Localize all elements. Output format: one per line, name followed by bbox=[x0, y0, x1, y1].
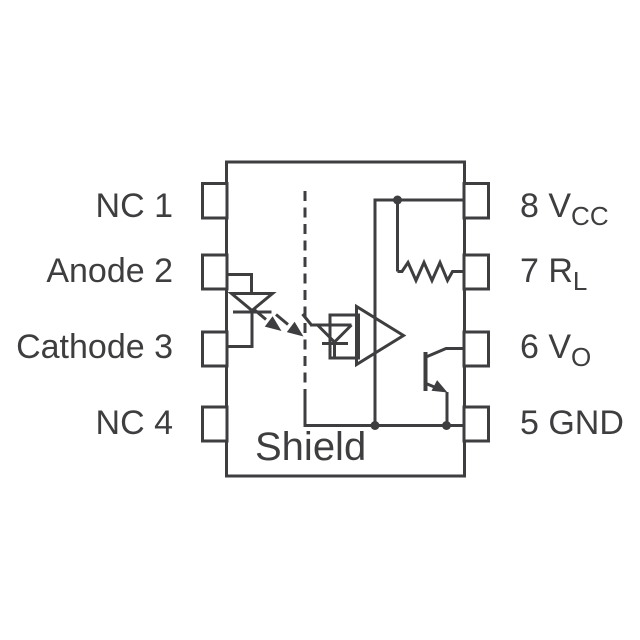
pin-1-pad bbox=[201, 182, 229, 220]
pin-6-pad bbox=[462, 330, 490, 368]
pin-5-text: 5 GND bbox=[520, 404, 624, 442]
pin-4-pad bbox=[201, 405, 229, 443]
photodiode-symbol bbox=[301, 313, 360, 360]
pin-label-nc-1: NC 1 bbox=[95, 187, 173, 225]
pin-pads bbox=[201, 182, 490, 443]
pin-label-8-vcc: 8 VCC bbox=[520, 187, 609, 231]
light-arrows-icon bbox=[252, 307, 304, 337]
shield-label: Shield bbox=[255, 425, 367, 469]
resistor-symbol bbox=[397, 258, 464, 285]
pin-3-pad bbox=[201, 330, 229, 368]
pin-label-nc-4: NC 4 bbox=[95, 404, 173, 442]
pin-6-subscript: O bbox=[571, 342, 592, 372]
amplifier-symbol bbox=[355, 303, 407, 368]
pin-6-text: 6 V bbox=[520, 328, 572, 366]
pin-label-7-rl: 7 RL bbox=[520, 252, 587, 296]
led-symbol bbox=[227, 273, 277, 348]
pin-label-5-gnd: 5 GND bbox=[520, 406, 624, 442]
pin-5-pad bbox=[462, 405, 490, 443]
vcc-rail bbox=[373, 198, 464, 426]
pin-label-6-vo: 6 VO bbox=[520, 328, 591, 372]
pin-8-subscript: CC bbox=[571, 201, 609, 231]
pin-7-subscript: L bbox=[572, 266, 588, 296]
pin-2-pad bbox=[201, 253, 229, 291]
pin-label-cathode-3: Cathode 3 bbox=[16, 328, 173, 366]
pin-7-pad bbox=[462, 253, 490, 291]
pin-8-pad bbox=[462, 182, 490, 220]
gnd-rail bbox=[303, 398, 464, 427]
pin-7-text: 7 R bbox=[520, 252, 573, 290]
pin-label-anode-2: Anode 2 bbox=[46, 252, 173, 290]
pin-8-text: 8 V bbox=[520, 187, 572, 225]
ic-body bbox=[225, 160, 466, 478]
transistor-symbol bbox=[423, 347, 464, 426]
junction-dots bbox=[370, 195, 451, 430]
